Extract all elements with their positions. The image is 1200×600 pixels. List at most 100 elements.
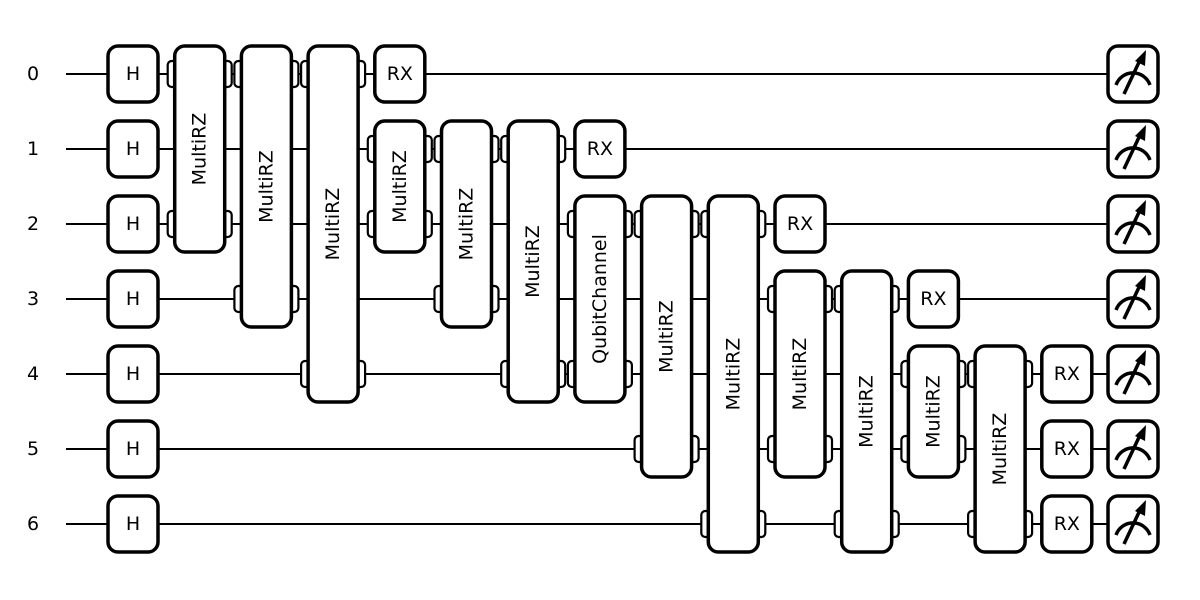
- gate-label: MultiRZ: [189, 113, 211, 186]
- multirz-gate-box: [373, 119, 427, 254]
- gate-label: H: [126, 363, 140, 385]
- meter-needle: [1122, 132, 1143, 170]
- gate-label: MultiRZ: [656, 300, 678, 373]
- rx-gate: RX: [373, 44, 427, 104]
- h-gate-box: [106, 119, 160, 179]
- gate-label: H: [126, 213, 140, 235]
- gate-label: RX: [587, 138, 613, 160]
- meter-needle: [1122, 57, 1143, 95]
- meter-arrowhead: [1135, 275, 1146, 291]
- rx-gate: RX: [1040, 419, 1094, 479]
- h-gate-box: [106, 44, 160, 104]
- gate-label: QubitChannel: [589, 234, 611, 364]
- measurement-meter-icon: [1106, 344, 1160, 404]
- meter-needle: [1122, 207, 1143, 245]
- h-gate: H: [106, 344, 160, 404]
- wire-label-1: 1: [27, 138, 39, 160]
- multirz-gate-box: [639, 194, 694, 479]
- multirz-gate: MultiRZ: [500, 119, 567, 404]
- gate-label: RX: [920, 288, 946, 310]
- wire-label-5: 5: [27, 438, 39, 460]
- multirz-gate-box: [506, 119, 560, 404]
- gate-label: MultiRZ: [255, 150, 277, 223]
- rx-gate: RX: [1040, 494, 1094, 554]
- h-gate-box: [106, 194, 160, 254]
- wire-label-4: 4: [27, 363, 39, 385]
- rx-gate-box: [1040, 494, 1094, 554]
- multirz-gate: MultiRZ: [433, 119, 500, 329]
- meter-arrowhead: [1135, 500, 1146, 516]
- multirz-gate: MultiRZ: [700, 194, 767, 554]
- h-gate-box: [106, 269, 160, 329]
- gate-label: MultiRZ: [389, 150, 411, 223]
- multirz-gate: MultiRZ: [633, 194, 700, 479]
- meter-arrowhead: [1135, 50, 1146, 66]
- wire-label-0: 0: [27, 63, 39, 85]
- multirz-gate: MultiRZ: [833, 269, 900, 554]
- meter-needle: [1122, 282, 1143, 320]
- measurement-meter-icon: [1106, 269, 1160, 329]
- rx-gate: RX: [773, 194, 827, 254]
- gate-label: H: [126, 438, 140, 460]
- meter-needle: [1122, 357, 1143, 395]
- wire-label-6: 6: [27, 513, 39, 535]
- multirz-gate-box: [239, 44, 294, 329]
- wire-label-2: 2: [27, 213, 39, 235]
- gate-label: MultiRZ: [989, 413, 1011, 486]
- meter-needle: [1122, 432, 1143, 470]
- gate-label: H: [126, 138, 140, 160]
- meter-arrowhead: [1135, 125, 1146, 141]
- multirz-gate-box: [839, 269, 894, 554]
- gate-label: RX: [1054, 438, 1080, 460]
- meter-arrowhead: [1135, 425, 1146, 441]
- meter-needle: [1122, 507, 1143, 545]
- gate-label: H: [126, 288, 140, 310]
- gate-label: MultiRZ: [922, 375, 944, 448]
- multirz-gate: MultiRZ: [966, 344, 1034, 554]
- measurement-meter-icon: [1106, 194, 1160, 254]
- multirz-gate-box: [773, 269, 827, 479]
- measurement-meter-icon: [1106, 44, 1160, 104]
- gate-label: MultiRZ: [856, 375, 878, 448]
- rx-gate-box: [773, 194, 827, 254]
- multirz-gate-box: [306, 44, 360, 404]
- multirz-gate-box: [706, 194, 761, 554]
- multirz-gate: MultiRZ: [766, 269, 834, 479]
- multirz-gate: MultiRZ: [166, 44, 233, 254]
- rx-gate: RX: [1040, 344, 1094, 404]
- gate-label: RX: [387, 63, 413, 85]
- gate-label: RX: [1054, 363, 1080, 385]
- h-gate-box: [106, 344, 160, 404]
- measurement-meter-icon: [1106, 494, 1160, 554]
- h-gate: H: [106, 194, 160, 254]
- gate-label: RX: [1054, 513, 1080, 535]
- multirz-gate: MultiRZ: [366, 119, 433, 254]
- h-gate-box: [106, 494, 160, 554]
- rx-gate: RX: [906, 269, 961, 329]
- h-gate: H: [106, 494, 160, 554]
- gate-label: MultiRZ: [522, 225, 544, 298]
- rx-gate-box: [1040, 419, 1094, 479]
- gate-label: MultiRZ: [456, 188, 478, 261]
- meter-arrowhead: [1135, 200, 1146, 216]
- rx-gate: RX: [573, 119, 627, 179]
- wire-label-3: 3: [27, 288, 39, 310]
- measurement-meter-icon: [1106, 119, 1160, 179]
- gate-label: MultiRZ: [322, 188, 344, 261]
- rx-gate-box: [906, 269, 961, 329]
- multirz-gate: MultiRZ: [300, 44, 367, 404]
- measurement-meter-icon: [1106, 419, 1160, 479]
- multirz-gate: MultiRZ: [233, 44, 300, 329]
- rx-gate-box: [1040, 344, 1094, 404]
- h-gate-box: [106, 419, 160, 479]
- multirz-gate-box: [973, 344, 1027, 554]
- h-gate: H: [106, 419, 160, 479]
- meter-arrowhead: [1135, 350, 1146, 366]
- h-gate: H: [106, 44, 160, 104]
- qubitchannel-gate: QubitChannel: [566, 194, 634, 404]
- rx-gate-box: [373, 44, 427, 104]
- qubitchannel-gate-box: [573, 194, 627, 404]
- h-gate: H: [106, 119, 160, 179]
- multirz-gate: MultiRZ: [900, 344, 967, 479]
